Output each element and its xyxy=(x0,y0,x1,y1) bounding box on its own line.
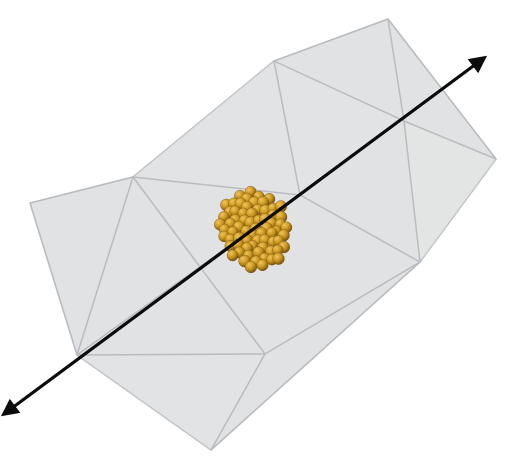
particle xyxy=(272,252,285,265)
cage-face-lower xyxy=(77,354,265,450)
particle xyxy=(256,259,269,271)
particle xyxy=(244,260,258,274)
particle xyxy=(226,249,239,262)
axis-arrow xyxy=(0,55,488,417)
